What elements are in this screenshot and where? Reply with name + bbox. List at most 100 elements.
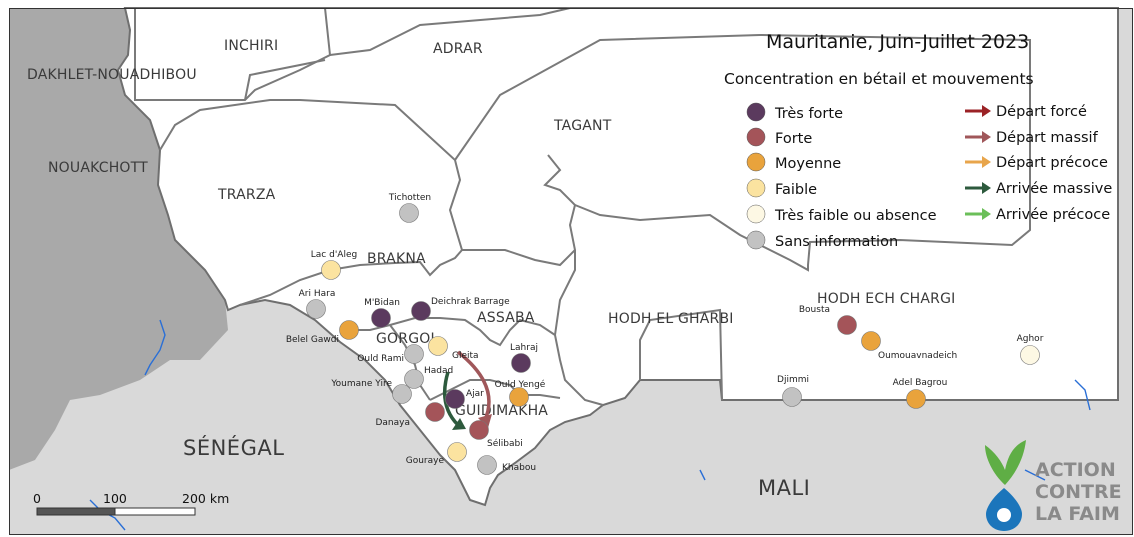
legend-swatch-sans-info [746,230,766,250]
point-label-m-bidan: M'Bidan [364,298,400,308]
point-marker-lahraj [511,353,531,373]
region-label-gorgol: GORGOL [376,331,438,347]
point-marker-ajar [445,389,465,409]
region-label-tagant: TAGANT [553,118,612,134]
point-marker-ould-yeng [509,387,529,407]
legend-label-tres-forte: Très forte [774,106,843,122]
point-marker-ari-hara [306,299,326,319]
legend-subtitle: Concentration en bétail et mouvements [724,70,1034,88]
region-label-nouakchott: NOUAKCHOTT [48,160,148,176]
point-label-bousta: Bousta [799,305,830,315]
point-label-gouraye: Gouraye [406,456,445,466]
point-marker-hadad [404,369,424,389]
point-label-lahraj: Lahraj [510,343,538,353]
scale-label-100: 100 [103,491,127,506]
legend-label-forte: Forte [775,131,812,147]
legend-label-depart-force: Départ forcé [996,104,1087,120]
region-borders [134,7,1031,406]
legend-swatch-forte [746,127,766,147]
legend-label-arrivee-massive: Arrivée massive [996,181,1112,197]
legend-label-sans-info: Sans information [775,234,898,250]
point-marker-lac-d-aleg [321,260,341,280]
region-label-inchiri: INCHIRI [224,38,278,54]
logo-text-line1: ACTION [1035,459,1116,481]
country-label-senegal: SÉNÉGAL [183,435,284,460]
point-marker-khabou [477,455,497,475]
point-marker-bousta [837,315,857,335]
legend-swatch-moyenne [746,152,766,172]
point-label-ajar: Ajar [466,389,484,399]
point-marker-youmane-yire [392,384,412,404]
legend-concentration: Très forte Forte Moyenne Faible Très fai… [746,102,937,250]
point-label-tichotten: Tichotten [388,193,431,203]
point-label-hadad: Hadad [424,366,453,376]
region-label-hodh-chargi: HODH ECH CHARGI [817,291,956,307]
region-label-hodh-gharbi: HODH EL GHARBI [608,311,734,327]
legend-label-faible: Faible [775,182,817,198]
point-label-oumouavnadeich: Oumouavnadeich [878,351,957,361]
legend-arrow-arrivee-precoce-icon [965,208,991,220]
movement-arrow-arrivee-massive [442,371,460,427]
scale-label-200: 200 km [182,491,229,506]
legend-swatch-tres-forte [746,102,766,122]
movement-arrowhead-depart-massif [478,414,492,428]
scale-label-0: 0 [33,491,41,506]
point-marker-djimmi [782,387,802,407]
point-marker-gouraye [447,442,467,462]
region-label-adrar: ADRAR [433,41,483,57]
point-marker-danaya [425,402,445,422]
legend-swatch-faible [746,178,766,198]
point-marker-belel-gawdi [339,320,359,340]
point-label-adel-bagrou: Adel Bagrou [893,378,948,388]
region-label-guidimakha: GUIDIMAKHA [455,403,548,419]
scale-bar: 0 100 200 km [33,491,229,516]
point-marker-ould-rami [404,344,424,364]
point-label-ould-yeng: Ould Yengé [495,379,546,390]
point-marker-deichrak-barrage [411,301,431,321]
legend-label-depart-precoce: Départ précoce [996,155,1108,171]
legend-swatch-tres-faible [746,204,766,224]
point-marker-gleita [428,336,448,356]
mauritania-land [116,7,1119,507]
logo-text-line2: CONTRE [1035,481,1122,503]
legend-label-depart-massif: Départ massif [996,130,1099,146]
region-label-assaba: ASSABA [477,310,535,326]
legend-label-tres-faible: Très faible ou absence [774,208,937,224]
legend-arrow-depart-precoce-icon [965,156,991,168]
point-marker-s-libabi [469,420,489,440]
point-label-ould-rami: Ould Rami [357,354,404,364]
legend-label-arrivee-precoce: Arrivée précoce [996,207,1110,223]
point-label-s-libabi: Sélibabi [487,438,523,449]
point-label-danaya: Danaya [375,418,410,428]
logo-text-line3: LA FAIM [1035,503,1120,525]
point-marker-aghor [1020,345,1040,365]
point-label-belel-gawdi: Belel Gawdi [286,335,339,345]
point-label-deichrak-barrage: Deichrak Barrage [431,297,510,307]
region-label-brakna: BRAKNA [367,251,426,267]
point-label-aghor: Aghor [1017,334,1044,344]
point-marker-adel-bagrou [906,389,926,409]
region-label-trarza: TRARZA [217,187,276,203]
point-label-lac-d-aleg: Lac d'Aleg [311,250,357,260]
acf-logo: ACTION CONTRE LA FAIM [985,440,1122,531]
point-label-djimmi: Djimmi [777,375,809,385]
ocean [9,8,228,470]
legend-arrow-depart-force-icon [965,105,991,117]
leaf-icon [985,440,1026,485]
point-label-youmane-yire: Youmane Yire [330,379,392,389]
point-label-gleita: Gleita [452,351,479,361]
point-marker-m-bidan [371,308,391,328]
region-label-dakhlet: DAKHLET-NOUADHIBOU [27,67,197,83]
point-marker-tichotten [399,203,419,223]
map-title: Mauritanie, Juin-Juillet 2023 [766,31,1029,53]
movement-arrow-depart-massif [456,350,491,421]
legend-movements: Départ forcé Départ massif Départ précoc… [965,104,1112,223]
point-label-ari-hara: Ari Hara [299,289,336,299]
point-label-khabou: Khabou [502,463,536,473]
movement-arrowhead-arrivee-massive [452,418,466,430]
country-label-mali: MALI [758,476,810,500]
legend-label-moyenne: Moyenne [775,156,841,172]
point-marker-oumouavnadeich [861,331,881,351]
